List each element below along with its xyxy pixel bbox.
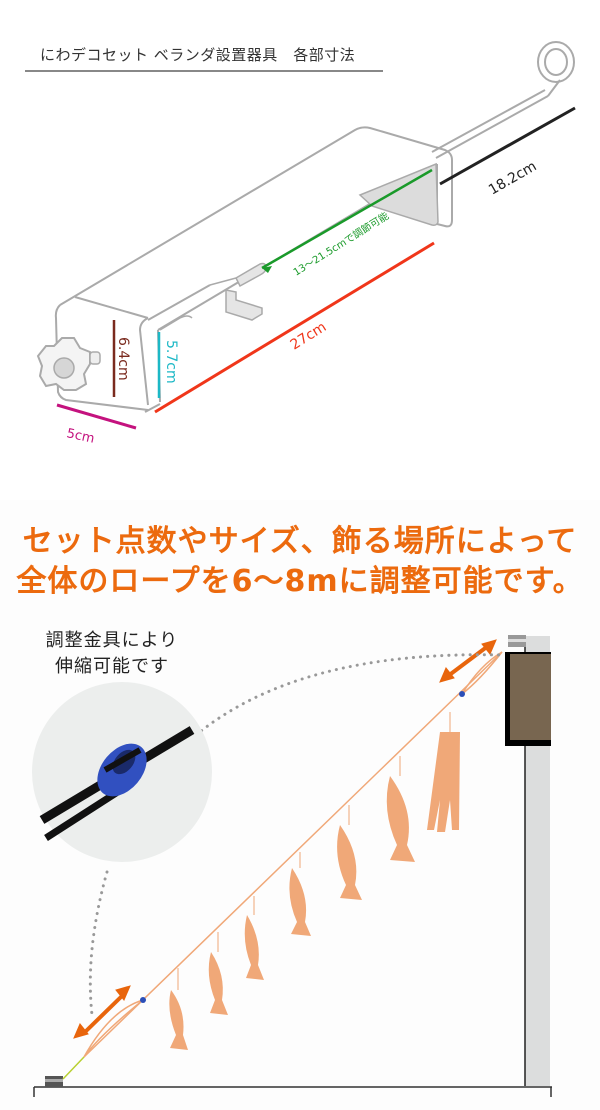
callout-dotted-line-lower xyxy=(88,870,109,1017)
adjuster-callout: 調整金具により 伸縮可能です xyxy=(22,628,202,680)
fish-streamers xyxy=(169,712,460,1050)
usage-section: セット点数やサイズ、飾る場所によって 全体のロープを6～8mに調整可能です。 xyxy=(0,500,600,1110)
callout-line-2: 伸縮可能です xyxy=(55,656,169,677)
width-label: 5cm xyxy=(65,426,96,447)
adjust-range-line xyxy=(261,168,433,270)
callout-dotted-line xyxy=(194,653,504,737)
fish-6 xyxy=(386,756,415,862)
bracket-diagram: 18.2cm 13～21.5cmで調節可能 27cm 6.4cm 5.7cm 5… xyxy=(36,41,576,447)
installation-diagram xyxy=(32,635,552,1097)
arm-length-label: 18.2cm xyxy=(486,158,539,198)
title-underline xyxy=(25,70,383,72)
height-inner-label: 5.7cm xyxy=(163,340,179,384)
height-outer-label: 6.4cm xyxy=(115,337,131,381)
dimensions-title: にわデコセット ベランダ設置器具 各部寸法 xyxy=(40,46,356,64)
knob-icon xyxy=(36,337,101,391)
dimensions-section: にわデコセット ベランダ設置器具 各部寸法 xyxy=(0,0,600,500)
fish-3 xyxy=(244,896,264,980)
total-length-line xyxy=(154,241,435,414)
total-length-label: 27cm xyxy=(288,319,330,353)
headline-line-2: 全体のロープを6～8mに調整可能です。 xyxy=(16,564,584,599)
adjust-arrow-lower-icon xyxy=(73,985,131,1039)
fish-5 xyxy=(337,805,362,900)
headline-line-1: セット点数やサイズ、飾る場所によって xyxy=(22,524,578,559)
hook-rod-icon xyxy=(431,41,575,159)
callout-line-1: 調整金具により xyxy=(45,630,179,651)
adjust-arrow-upper-icon xyxy=(439,639,497,683)
fish-1 xyxy=(169,968,188,1050)
fish-4 xyxy=(289,852,311,936)
slide-clamp xyxy=(209,262,267,321)
adjuster-icon-upper xyxy=(459,691,465,697)
adjuster-closeup xyxy=(32,682,212,862)
arm-length-line xyxy=(439,106,576,186)
fish-2 xyxy=(208,932,228,1015)
inner-panel xyxy=(358,162,439,226)
width-line xyxy=(56,403,137,430)
windsock xyxy=(427,712,460,832)
adjuster-icon-lower xyxy=(140,997,146,1003)
